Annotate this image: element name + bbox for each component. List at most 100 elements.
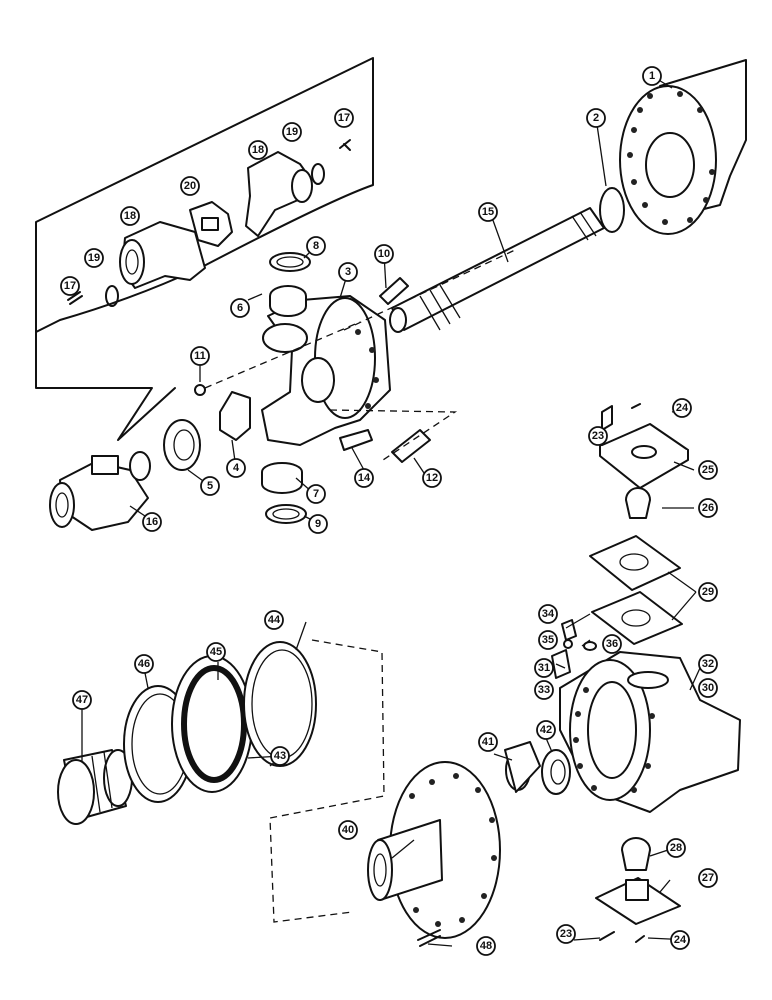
svg-text:20: 20 xyxy=(184,180,196,192)
svg-text:14: 14 xyxy=(358,472,371,484)
callout-16: 16 xyxy=(142,512,162,532)
callout-35: 35 xyxy=(538,630,558,650)
svg-text:17: 17 xyxy=(64,280,76,292)
svg-text:8: 8 xyxy=(313,240,319,252)
callout-12: 12 xyxy=(422,468,442,488)
callout-45: 45 xyxy=(206,642,226,662)
svg-text:10: 10 xyxy=(378,248,390,260)
callout-27: 27 xyxy=(698,868,718,888)
svg-text:15: 15 xyxy=(482,206,494,218)
callout-28: 28 xyxy=(666,838,686,858)
svg-text:47: 47 xyxy=(76,694,88,706)
callout-24-lower: 24 xyxy=(670,930,690,950)
svg-text:5: 5 xyxy=(207,480,213,492)
callout-32: 32 xyxy=(698,654,718,674)
callout-1: 1 xyxy=(642,66,662,86)
svg-text:18: 18 xyxy=(124,210,136,222)
svg-text:48: 48 xyxy=(480,940,492,952)
svg-text:29: 29 xyxy=(702,586,714,598)
svg-text:26: 26 xyxy=(702,502,714,514)
callout-41: 41 xyxy=(478,732,498,752)
kingpin-parts-lower xyxy=(595,837,681,943)
svg-text:19: 19 xyxy=(286,126,298,138)
svg-text:45: 45 xyxy=(210,646,222,658)
callout-24-upper: 24 xyxy=(672,398,692,418)
callout-26: 26 xyxy=(698,498,718,518)
svg-text:36: 36 xyxy=(606,638,618,650)
small-parts xyxy=(551,619,597,679)
bearings-seals xyxy=(163,252,311,524)
svg-text:30: 30 xyxy=(702,682,714,694)
callout-43: 43 xyxy=(270,746,290,766)
svg-text:34: 34 xyxy=(542,608,555,620)
leader-lines xyxy=(81,75,701,947)
dashed-leaders-upper xyxy=(204,249,516,463)
callout-46: 46 xyxy=(134,654,154,674)
svg-text:24: 24 xyxy=(676,402,689,414)
callout-42: 42 xyxy=(536,720,556,740)
callout-33: 33 xyxy=(534,680,554,700)
svg-text:16: 16 xyxy=(146,516,158,528)
wheel-hub xyxy=(367,761,501,939)
hub-bushings xyxy=(504,741,571,795)
steering-knuckle xyxy=(559,651,741,813)
callout-17-left: 17 xyxy=(60,276,80,296)
svg-text:23: 23 xyxy=(592,430,604,442)
svg-text:42: 42 xyxy=(540,724,552,736)
callout-6: 6 xyxy=(230,298,250,318)
svg-text:44: 44 xyxy=(268,614,281,626)
svg-text:18: 18 xyxy=(252,144,264,156)
callout-18-left: 18 xyxy=(120,206,140,226)
callout-23-lower: 23 xyxy=(556,924,576,944)
callout-7: 7 xyxy=(306,484,326,504)
svg-text:32: 32 xyxy=(702,658,714,670)
callout-20: 20 xyxy=(180,176,200,196)
svg-text:23: 23 xyxy=(560,928,572,940)
callout-40: 40 xyxy=(338,820,358,840)
svg-text:7: 7 xyxy=(313,488,319,500)
svg-text:4: 4 xyxy=(233,462,240,474)
callout-11: 11 xyxy=(190,346,210,366)
svg-text:27: 27 xyxy=(702,872,714,884)
callout-44: 44 xyxy=(264,610,284,630)
svg-text:12: 12 xyxy=(426,472,438,484)
callout-14: 14 xyxy=(354,468,374,488)
axle-shaft xyxy=(389,207,605,333)
svg-text:43: 43 xyxy=(274,750,286,762)
svg-text:24: 24 xyxy=(674,934,687,946)
svg-text:17: 17 xyxy=(338,112,350,124)
callout-5: 5 xyxy=(200,476,220,496)
callout-48: 48 xyxy=(476,936,496,956)
callout-3: 3 xyxy=(338,262,358,282)
callout-29: 29 xyxy=(698,582,718,602)
callout-2: 2 xyxy=(586,108,606,128)
svg-text:31: 31 xyxy=(538,662,550,674)
callout-17-right: 17 xyxy=(334,108,354,128)
svg-text:19: 19 xyxy=(88,252,100,264)
callout-36: 36 xyxy=(602,634,622,654)
callout-25: 25 xyxy=(698,460,718,480)
screw xyxy=(417,929,441,947)
svg-text:3: 3 xyxy=(345,266,351,278)
studs xyxy=(194,277,431,463)
axle-housing xyxy=(599,59,747,235)
callout-10: 10 xyxy=(374,244,394,264)
callout-31: 31 xyxy=(534,658,554,678)
callout-19-left: 19 xyxy=(84,248,104,268)
u-joint-assembly xyxy=(49,451,151,531)
svg-text:2: 2 xyxy=(593,112,599,124)
callout-47: 47 xyxy=(72,690,92,710)
callout-15: 15 xyxy=(478,202,498,222)
svg-text:28: 28 xyxy=(670,842,682,854)
bearing-race-set xyxy=(57,639,385,923)
callout-18-right: 18 xyxy=(248,140,268,160)
inset-parts xyxy=(67,139,351,307)
callout-9: 9 xyxy=(308,514,328,534)
svg-text:41: 41 xyxy=(482,736,494,748)
svg-text:46: 46 xyxy=(138,658,150,670)
callout-34: 34 xyxy=(538,604,558,624)
kingpin-parts-upper xyxy=(589,403,689,645)
callout-19-right: 19 xyxy=(282,122,302,142)
callout-30: 30 xyxy=(698,678,718,698)
